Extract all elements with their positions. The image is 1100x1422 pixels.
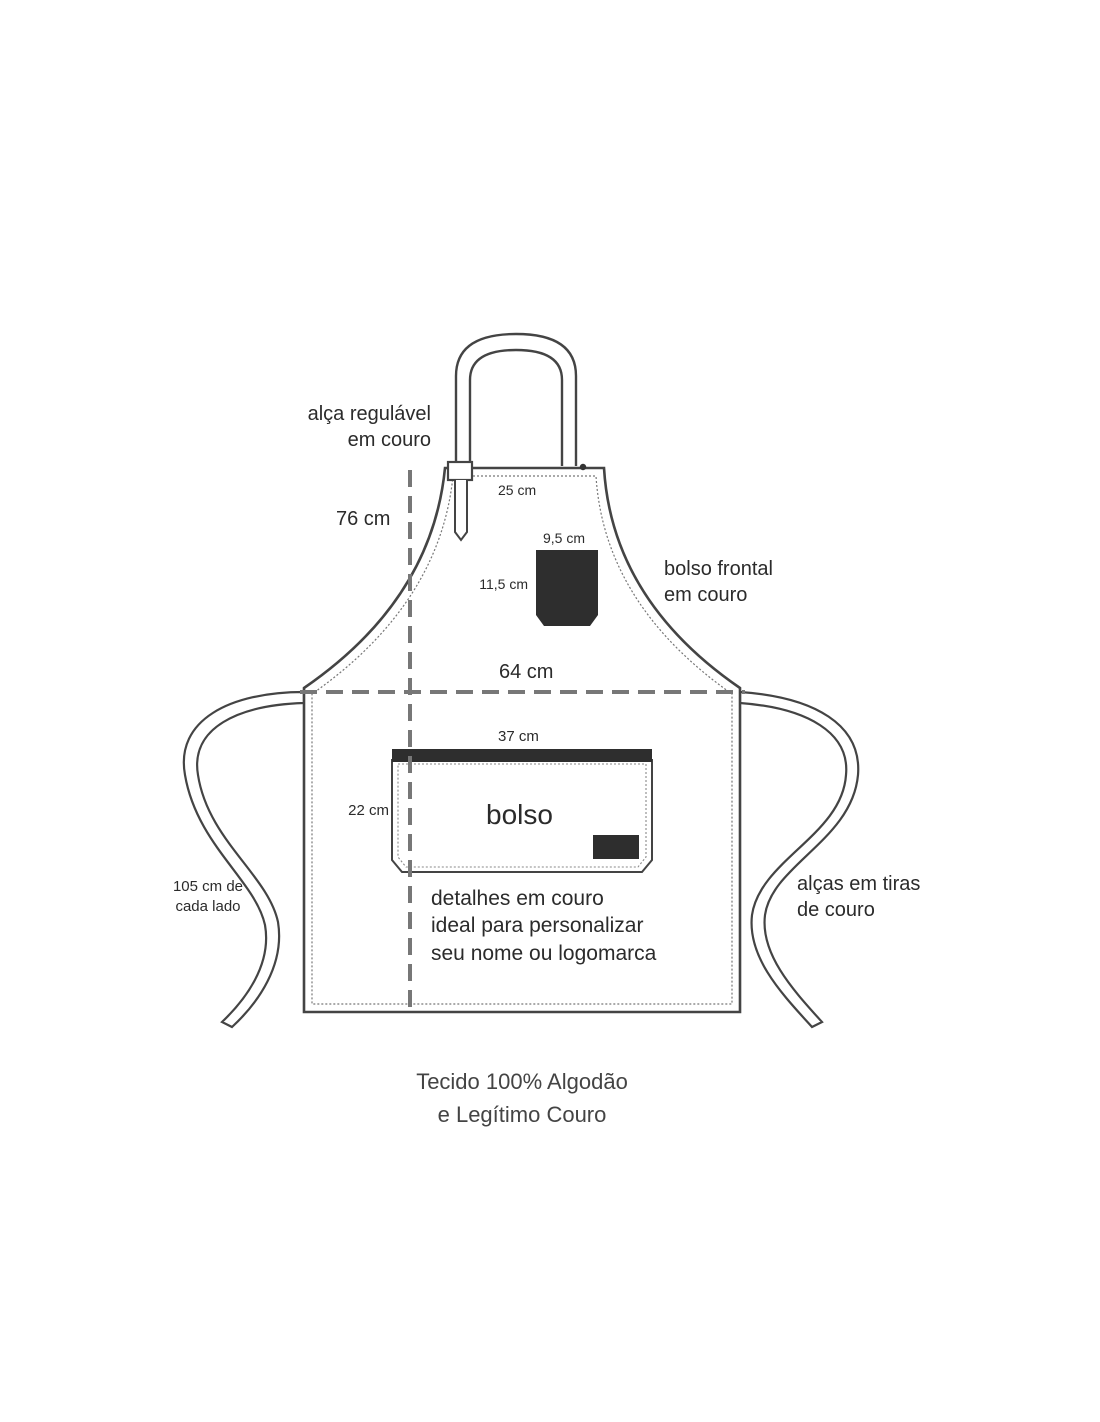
chest-pocket-height-label: 11,5 cm	[479, 576, 528, 592]
strap-rivet	[579, 463, 587, 471]
ties-label: alças em tiras de couro	[797, 873, 921, 921]
bib-width-label: 25 cm	[498, 482, 537, 498]
pocket-height-label: 22 cm	[348, 802, 389, 819]
adjustable-strap-label: alça regulável em couro	[307, 403, 431, 451]
chest-pocket-label: bolso frontal em couro	[664, 558, 773, 606]
chest-pocket-width-label: 9,5 cm	[543, 530, 586, 546]
strap-buckle	[446, 460, 474, 482]
waist-width-label: 64 cm	[499, 661, 554, 683]
left-waist-tie	[182, 690, 306, 1029]
pocket-leather-band	[392, 749, 652, 762]
apron-stitching	[311, 475, 733, 1005]
chest-pocket	[536, 550, 598, 626]
pocket-width-label: 37 cm	[498, 728, 539, 745]
leather-details-label: detalhes em couro ideal para personaliza…	[431, 887, 657, 965]
material-label: Tecido 100% Algodão e Legítimo Couro	[416, 1069, 628, 1127]
pocket-leather-patch	[593, 835, 639, 859]
neck-strap	[454, 332, 578, 466]
main-pocket-stitching	[397, 763, 647, 868]
height-label: 76 cm	[336, 508, 391, 530]
neck-strap-inner	[468, 348, 564, 466]
pocket-label: bolso	[486, 799, 553, 830]
tie-length-label: 105 cm de cada lado	[172, 878, 244, 915]
right-waist-tie	[738, 690, 860, 1029]
adjustable-strap-end	[454, 480, 468, 542]
apron-body	[302, 466, 742, 1014]
